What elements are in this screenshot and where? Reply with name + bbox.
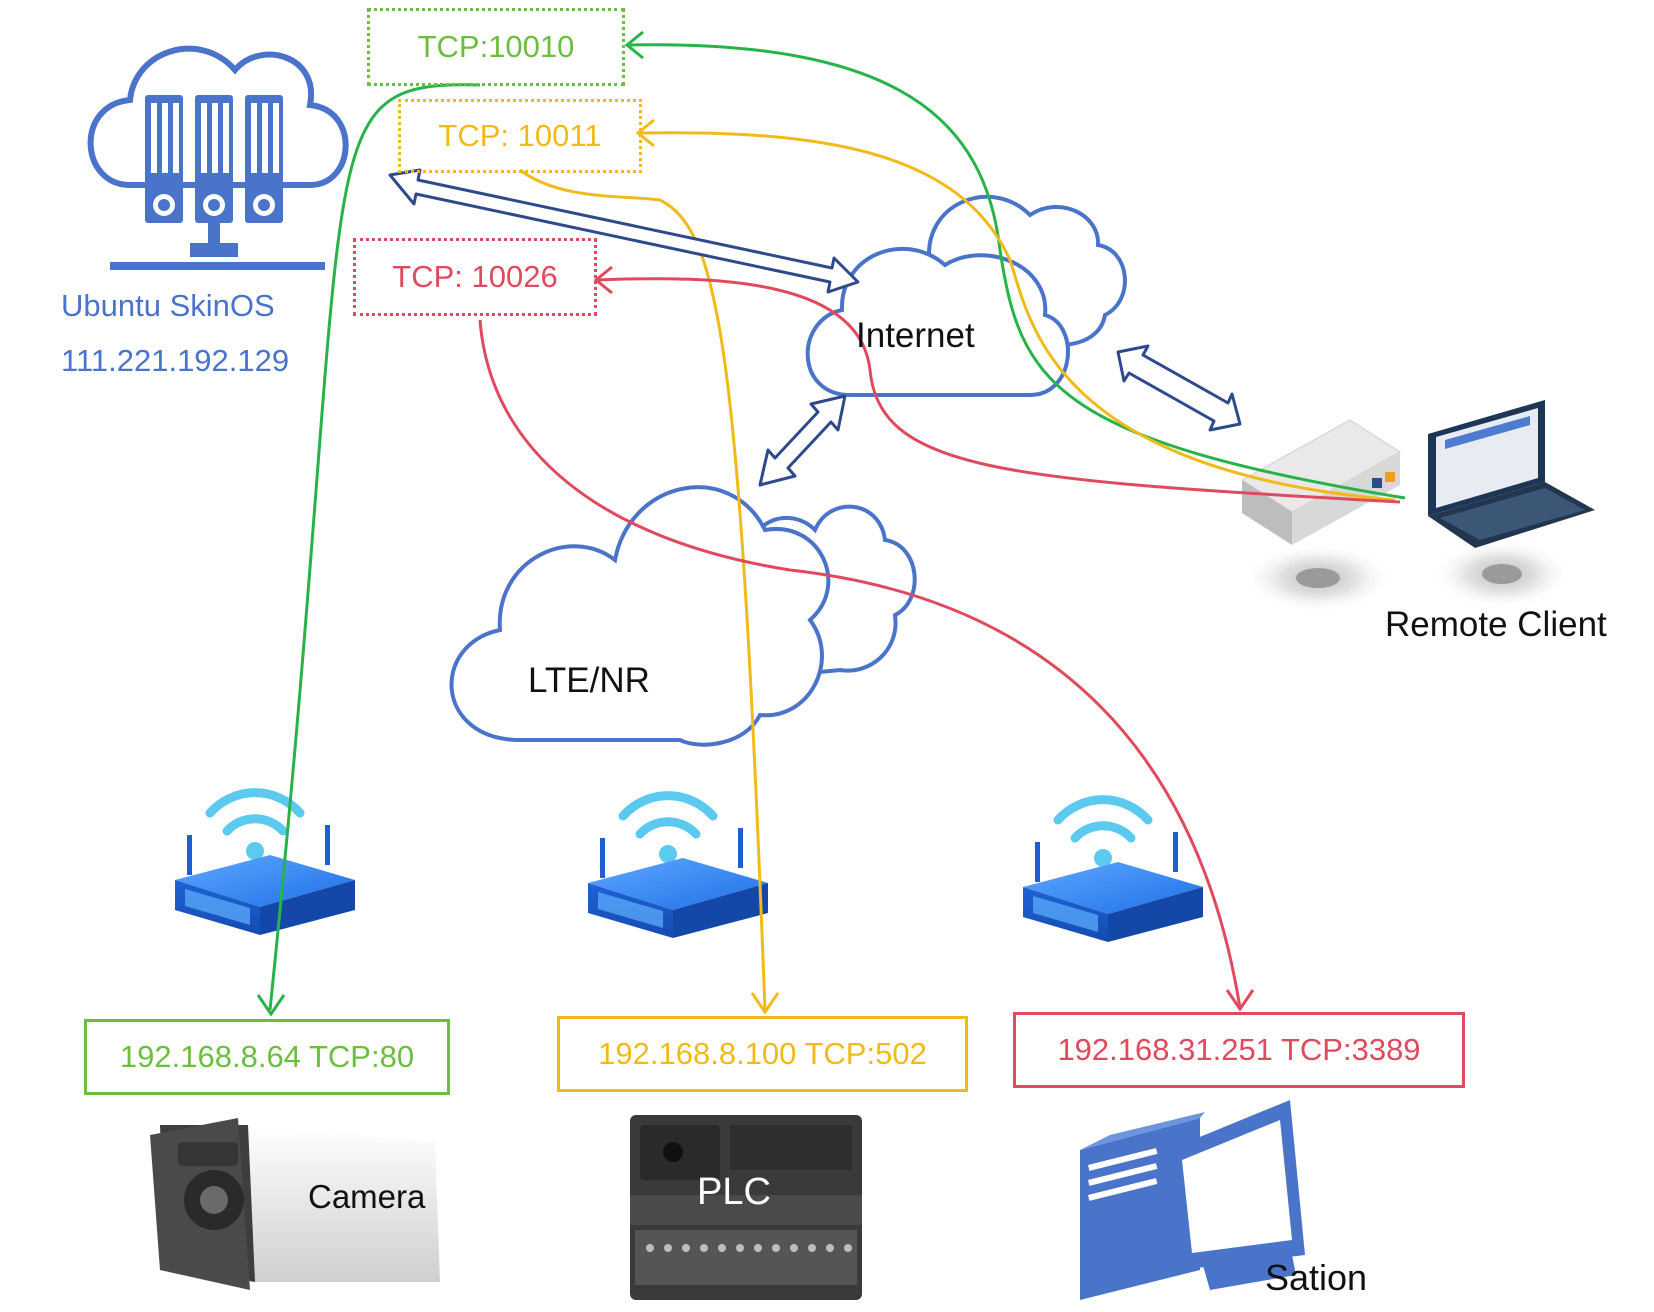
server-ip: 111.221.192.129: [61, 343, 290, 378]
server-cloud-icon: [87, 45, 349, 270]
port-label-yellow: TCP: 10011: [438, 118, 602, 153]
camera-address: 192.168.8.64 TCP:80: [119, 1039, 415, 1074]
arrowhead: [624, 30, 644, 60]
green-connection-line: [268, 83, 481, 1011]
arrowhead: [1225, 989, 1255, 1012]
station-address: 192.168.31.251 TCP:3389: [1057, 1032, 1421, 1067]
cellular-label: LTE/NR: [528, 661, 650, 700]
arrowhead: [256, 994, 286, 1017]
remote-client-icon: [1241, 400, 1595, 613]
plc-address-box: 192.168.8.100 TCP:502: [557, 1016, 968, 1092]
station-icon: [1080, 1100, 1305, 1300]
station-address-box: 192.168.31.251 TCP:3389: [1013, 1012, 1465, 1088]
double-arrow-cellular-internet: [758, 394, 847, 487]
router-icon: [1023, 795, 1203, 942]
yellow-connection-line: [639, 131, 1396, 502]
camera-icon: [150, 1118, 440, 1290]
router-icon: [588, 791, 768, 938]
double-arrow-internet-client: [1116, 344, 1242, 432]
port-box-green: TCP:10010: [367, 8, 625, 86]
red-connection-line: [478, 319, 1242, 1009]
red-connection-line: [596, 277, 1401, 504]
port-label-red: TCP: 10026: [392, 259, 558, 294]
port-box-red: TCP: 10026: [353, 238, 597, 316]
arrowhead: [635, 118, 655, 148]
double-arrow-server-internet: [388, 168, 860, 294]
camera-address-box: 192.168.8.64 TCP:80: [84, 1019, 450, 1095]
arrowhead: [750, 992, 780, 1015]
internet-label: Internet: [856, 316, 975, 355]
remote-client-label: Remote Client: [1385, 605, 1607, 644]
station-label: Sation: [1265, 1257, 1368, 1298]
plc-address: 192.168.8.100 TCP:502: [598, 1036, 927, 1071]
port-box-yellow: TCP: 10011: [398, 99, 642, 173]
port-label-green: TCP:10010: [417, 29, 575, 64]
cellular-cloud-icon: [449, 485, 917, 747]
green-connection-line: [629, 43, 1406, 500]
camera-label: Camera: [308, 1178, 426, 1215]
router-icon: [175, 788, 355, 935]
internet-cloud-icon: [805, 194, 1127, 397]
plc-icon: [630, 1115, 862, 1300]
server-name: Ubuntu SkinOS: [61, 288, 275, 323]
plc-label: PLC: [697, 1171, 771, 1213]
